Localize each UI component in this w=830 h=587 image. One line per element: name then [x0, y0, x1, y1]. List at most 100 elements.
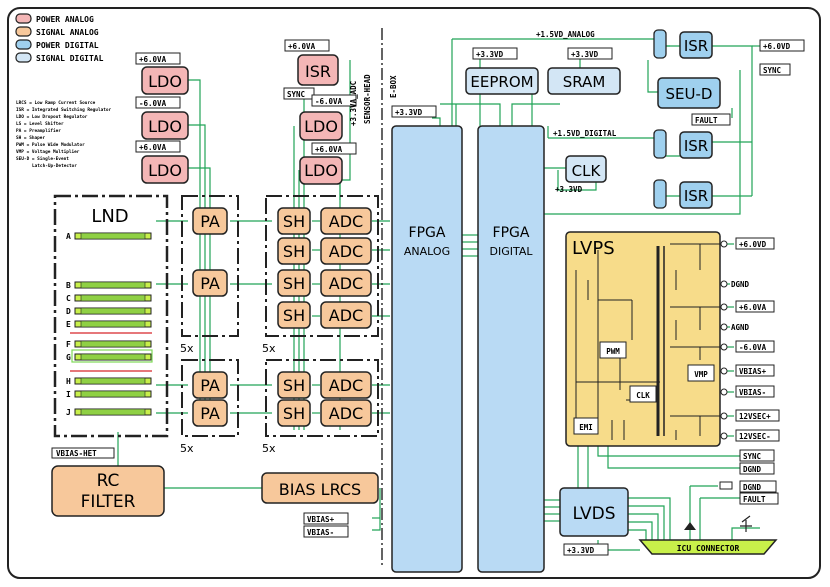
- lvds-supply-box: [563, 543, 609, 556]
- pa-block: [192, 371, 228, 399]
- rail-analog-label: +1.5VD_ANALOG: [536, 30, 595, 39]
- lvps-dgnd-box: [739, 462, 775, 475]
- adc-block: [320, 269, 372, 297]
- legend: POWER ANALOG SIGNAL ANALOG POWER DIGITAL…: [15, 13, 104, 63]
- sh-block: [277, 301, 311, 329]
- lvps-output-terminal: [720, 367, 728, 375]
- sh-adc-frame-bottom: [265, 359, 379, 437]
- lnd-row-label: A: [66, 232, 71, 241]
- lvps-output-terminal: [720, 412, 728, 420]
- adc-block: [320, 399, 372, 427]
- abbr-pwm: PWM = Pulse Wide Modulator: [16, 142, 85, 148]
- lnd-row-label: G: [66, 353, 71, 362]
- lvds-dgnd-label: DGND: [743, 483, 762, 492]
- ldo1-label: LDO: [148, 72, 182, 91]
- lnd-detector-active: [80, 232, 146, 240]
- eeprom-label: EEPROM: [470, 73, 533, 91]
- lnd-row-label: F: [66, 340, 71, 349]
- seu-d-block: [657, 77, 721, 109]
- fpga-analog-line1: FPGA: [409, 225, 446, 241]
- lnd-detector-active: [80, 340, 146, 348]
- lnd-row-label: J: [66, 408, 71, 417]
- lnd-detector-active: [80, 408, 146, 416]
- lnd-detector-active: [80, 353, 146, 361]
- isr-analog-block: [297, 54, 339, 86]
- sh-block: [277, 237, 311, 265]
- lvps-dgnd-label: DGND: [743, 465, 762, 474]
- adc-label: ADC: [329, 274, 363, 293]
- dgnd-resistor: [719, 481, 733, 490]
- lvds-block: [559, 487, 629, 537]
- sh-multiplier-bottom: 5x: [262, 442, 276, 455]
- seu-fault-label: FAULT: [695, 116, 718, 125]
- pa-frame-top: [181, 195, 239, 337]
- adc-rail-label: +3.3VA_ADC: [349, 81, 358, 126]
- adc-block: [320, 207, 372, 235]
- lvps-block: [565, 231, 721, 447]
- lvps-output-label: +6.0VA: [739, 303, 767, 312]
- ldo3-block: [141, 155, 189, 184]
- adc-label: ADC: [329, 242, 363, 261]
- vbias-minus-label: VBIAS-: [307, 528, 334, 537]
- legend-swatch-power-digital: [15, 39, 32, 50]
- clk-label: CLK: [572, 162, 602, 180]
- lvps-output-label: +6.0VD: [739, 240, 767, 249]
- rc-filter-line1: RC: [97, 471, 120, 491]
- rail-digital-label: +1.5VD_DIGITAL: [553, 129, 617, 138]
- lvps-output-label: VBIAS+: [739, 367, 767, 376]
- pa-label: PA: [200, 404, 220, 423]
- lvps-output-terminal: [720, 343, 728, 351]
- isr-digital-3: [679, 181, 713, 209]
- ldo1-block: [141, 66, 189, 95]
- ldo1-supply: +6.0VA: [139, 55, 167, 64]
- lvps-title: LVPS: [572, 238, 615, 259]
- ldo-group: +6.0VA LDO -6.0VA LDO +6.0VA LDO: [135, 52, 189, 184]
- isr-analog-output: -6.0VA: [315, 97, 343, 106]
- isr-analog-label: ISR: [305, 62, 331, 81]
- lnd-detector-active: [80, 281, 146, 289]
- shaper-ldo2-label: LDO: [304, 161, 338, 180]
- isr-analog-sync-box: [283, 87, 315, 100]
- vbias-minus-box: [303, 525, 349, 538]
- fpga-analog-line2: ANALOG: [404, 245, 450, 258]
- lvps-output-label: AGND: [731, 323, 750, 332]
- sram-label: SRAM: [563, 73, 606, 91]
- lvds-label: LVDS: [572, 504, 615, 524]
- adc-block: [320, 371, 372, 399]
- shaper-ldo2-supply-box: [311, 142, 357, 155]
- ebox-label: E-BOX: [389, 75, 398, 98]
- isr-sync-box: [759, 63, 791, 76]
- isr-analog-input: +6.0VA: [288, 42, 316, 51]
- lvps-vmp-box: [687, 364, 715, 382]
- adc-label: ADC: [329, 306, 363, 325]
- sh-block: [277, 399, 311, 427]
- sh-adc-frame-top: [265, 195, 379, 337]
- pa-label: PA: [200, 376, 220, 395]
- lvps-output-terminal: [720, 388, 728, 396]
- ldo3-label: LDO: [148, 161, 182, 180]
- lvps-output-label: -6.0VA: [739, 343, 767, 352]
- adc-block: [320, 237, 372, 265]
- rc-filter-block: [51, 465, 165, 517]
- eeprom-supply: +3.3VD: [476, 50, 504, 59]
- pa-block: [192, 399, 228, 427]
- abbr-ldo: LDO = Low Dropout Regulator: [16, 114, 88, 120]
- sensor-head-label: SENSOR-HEAD: [363, 74, 372, 124]
- lvps-output-terminal: [720, 240, 728, 248]
- seu-d-label: SEU-D: [666, 85, 713, 103]
- lnd-row-label: H: [66, 377, 71, 386]
- sram-block: [547, 67, 621, 95]
- lvds-dgnd-box: [739, 480, 777, 493]
- lnd-detector-active: [80, 320, 146, 328]
- clk-supply-label: +3.3VD: [555, 185, 583, 194]
- abbreviation-list: LRCS = Low Ramp Current Source ISR = Int…: [16, 100, 112, 169]
- eeprom-block: [465, 67, 539, 95]
- lvps-output-box: [735, 429, 780, 442]
- isr-input-box: [759, 39, 805, 52]
- clk-block: [565, 155, 607, 183]
- legend-label-power-digital: POWER DIGITAL: [36, 41, 99, 50]
- fpga-digital-block: [477, 125, 545, 573]
- legend-swatch-signal-digital: [15, 52, 32, 63]
